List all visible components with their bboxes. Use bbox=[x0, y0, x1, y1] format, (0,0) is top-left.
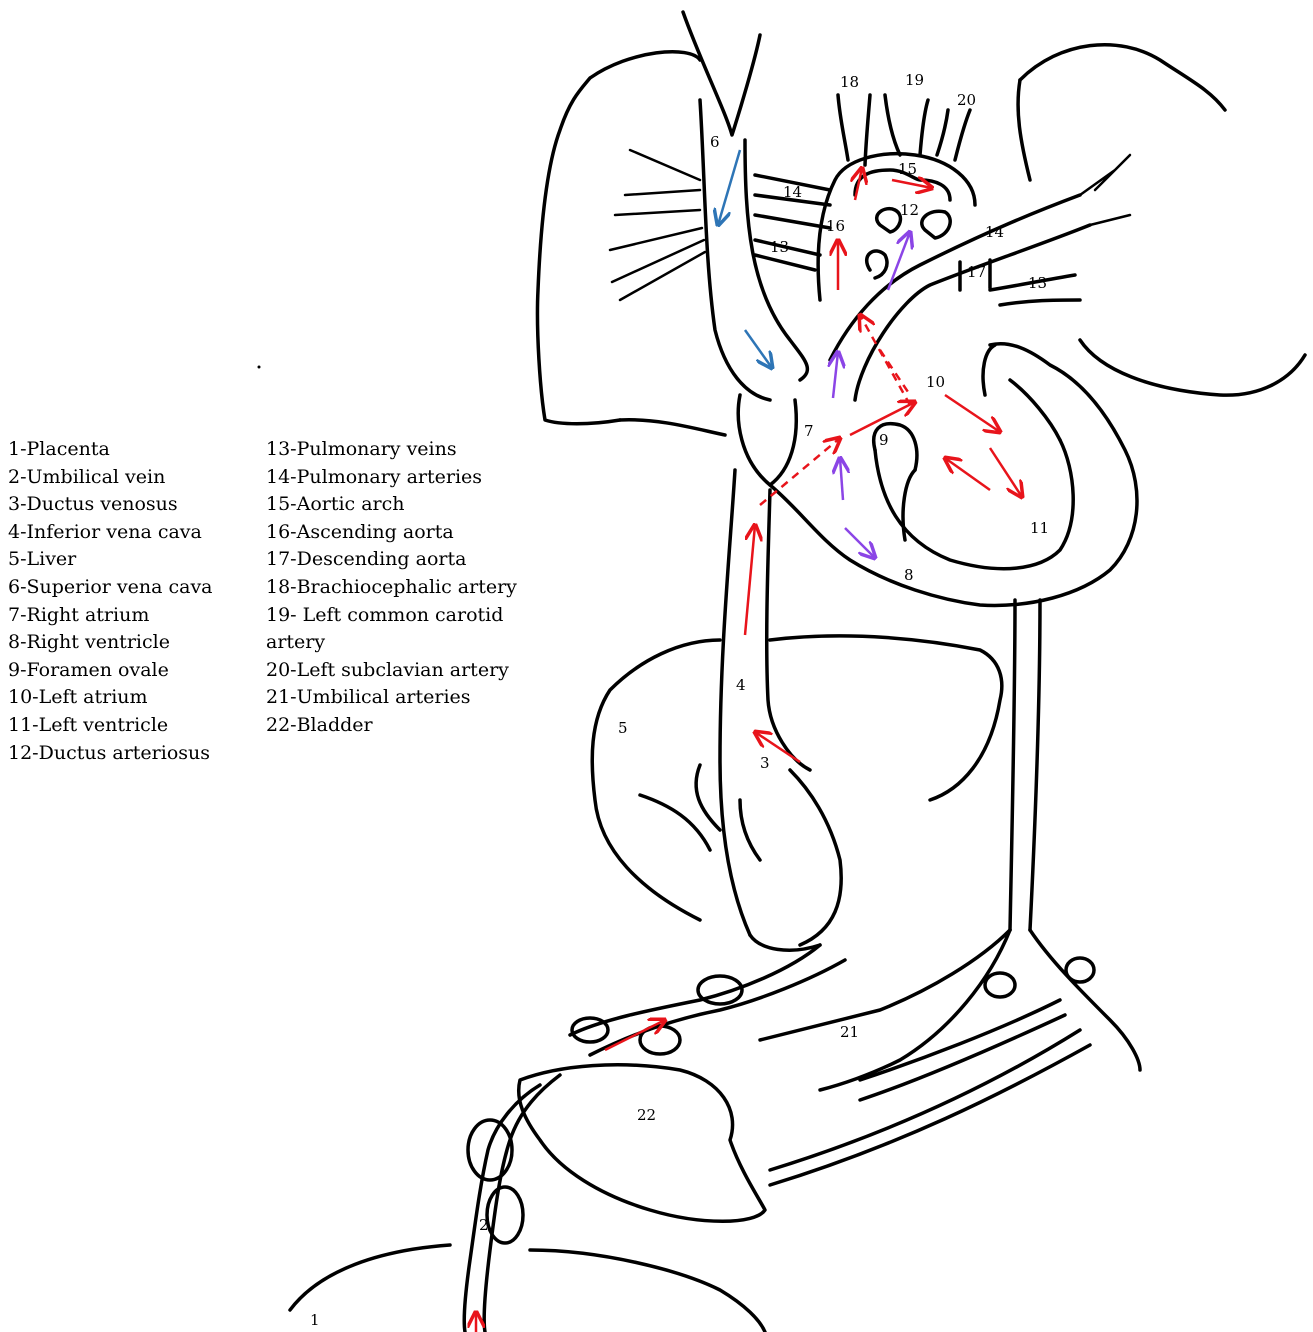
red-arrow bbox=[605, 1020, 665, 1050]
oxygenated-arrows bbox=[476, 168, 1022, 1332]
liver bbox=[592, 636, 1002, 950]
label-21: 21 bbox=[840, 1023, 859, 1041]
left-pulmonary-vessels bbox=[990, 155, 1130, 305]
label-17: 17 bbox=[967, 263, 986, 281]
pulmonary-trunk bbox=[830, 195, 1090, 400]
mixed-arrows bbox=[833, 232, 910, 558]
purple-arrow bbox=[888, 232, 910, 290]
red-arrow-dashed bbox=[880, 350, 910, 395]
red-arrow-dashed bbox=[760, 438, 840, 505]
label-13b: 13 bbox=[1028, 274, 1047, 292]
red-arrow bbox=[745, 525, 755, 635]
label-2: 2 bbox=[479, 1216, 489, 1234]
superior-vena-cava bbox=[683, 12, 807, 400]
label-13a: 13 bbox=[770, 238, 789, 256]
label-19: 19 bbox=[905, 71, 924, 89]
label-12: 12 bbox=[900, 201, 919, 219]
label-8: 8 bbox=[904, 566, 914, 584]
umbilical-vessels bbox=[570, 930, 1140, 1185]
label-22: 22 bbox=[637, 1106, 656, 1124]
label-1: 1 bbox=[310, 1311, 320, 1329]
purple-arrow bbox=[845, 528, 875, 558]
number-labels: 1 2 3 4 5 6 7 8 9 10 11 12 13 13 14 14 1… bbox=[310, 71, 1049, 1329]
bladder bbox=[519, 1065, 765, 1221]
umbilical-cord bbox=[464, 1075, 560, 1332]
blue-arrow bbox=[745, 330, 772, 368]
left-lung bbox=[1018, 45, 1305, 395]
label-16: 16 bbox=[826, 217, 845, 235]
purple-arrow bbox=[840, 458, 843, 500]
label-18: 18 bbox=[840, 73, 859, 91]
label-14a: 14 bbox=[783, 183, 802, 201]
purple-arrow bbox=[833, 352, 838, 398]
label-6: 6 bbox=[710, 133, 720, 151]
label-11: 11 bbox=[1030, 519, 1049, 537]
blue-arrow bbox=[718, 150, 740, 225]
right-pulmonary-branches bbox=[610, 150, 830, 300]
label-4: 4 bbox=[736, 676, 746, 694]
placenta bbox=[290, 1245, 765, 1332]
label-20: 20 bbox=[957, 91, 976, 109]
red-arrow bbox=[945, 458, 990, 490]
label-14b: 14 bbox=[985, 223, 1004, 241]
label-15: 15 bbox=[898, 160, 917, 178]
inferior-vena-cava bbox=[720, 470, 810, 935]
label-3: 3 bbox=[760, 754, 770, 772]
red-arrow bbox=[990, 448, 1022, 497]
stray-dot bbox=[258, 366, 261, 369]
label-7: 7 bbox=[804, 422, 814, 440]
label-5: 5 bbox=[618, 719, 628, 737]
descending-aorta bbox=[1010, 600, 1040, 930]
label-9: 9 bbox=[879, 431, 889, 449]
red-arrow bbox=[945, 395, 1000, 432]
label-10: 10 bbox=[926, 373, 945, 391]
